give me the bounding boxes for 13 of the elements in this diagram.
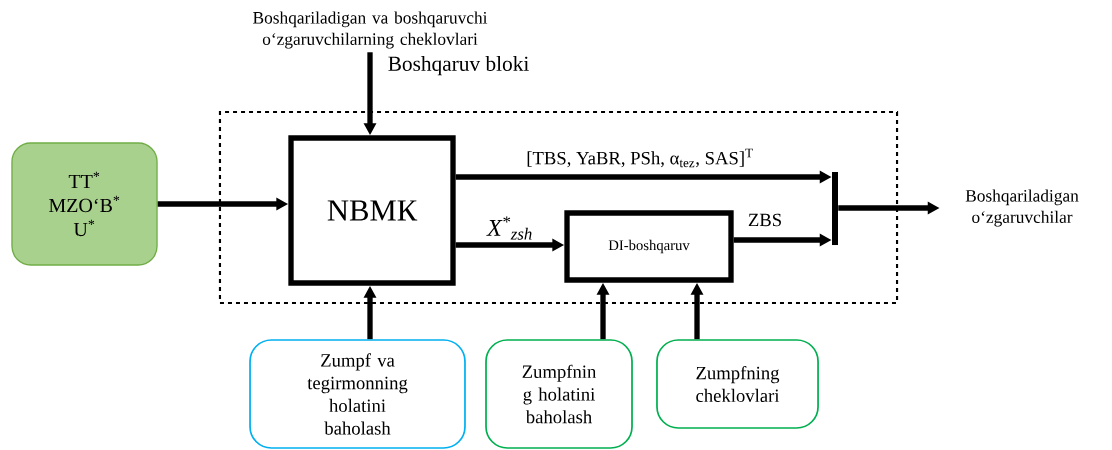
- junction-bar: [832, 171, 838, 246]
- bare-text: Boshqariladigan va boshqaruvchi o‘zgaruvchilarning cheklovlari: [253, 11, 488, 49]
- process-box: NBMК: [288, 135, 456, 286]
- bare-text: Boshqariladigan o‘zgaruvchilar: [965, 189, 1079, 227]
- info-box: Zumpfnin g holatini baholash: [485, 339, 633, 449]
- node-label: Boshqaruv bloki: [388, 55, 529, 76]
- info-box: Zumpfning cheklovlari: [656, 339, 819, 429]
- process-box: DI-boshqaruv: [564, 210, 734, 283]
- info-box: Zumpf va tegirmonning holatini baholash: [249, 339, 466, 449]
- edge-label: [TBS, YaBR, PSh, α$_{tez}$, SAS]$^{T}$: [527, 148, 753, 168]
- edge-label: X$^{*}$zsh: [486, 216, 532, 240]
- input-box: TT$^{*}$ MZO‘B$^{*}$ U$^{*}$: [11, 142, 158, 266]
- edge-label: ZBS: [748, 213, 781, 227]
